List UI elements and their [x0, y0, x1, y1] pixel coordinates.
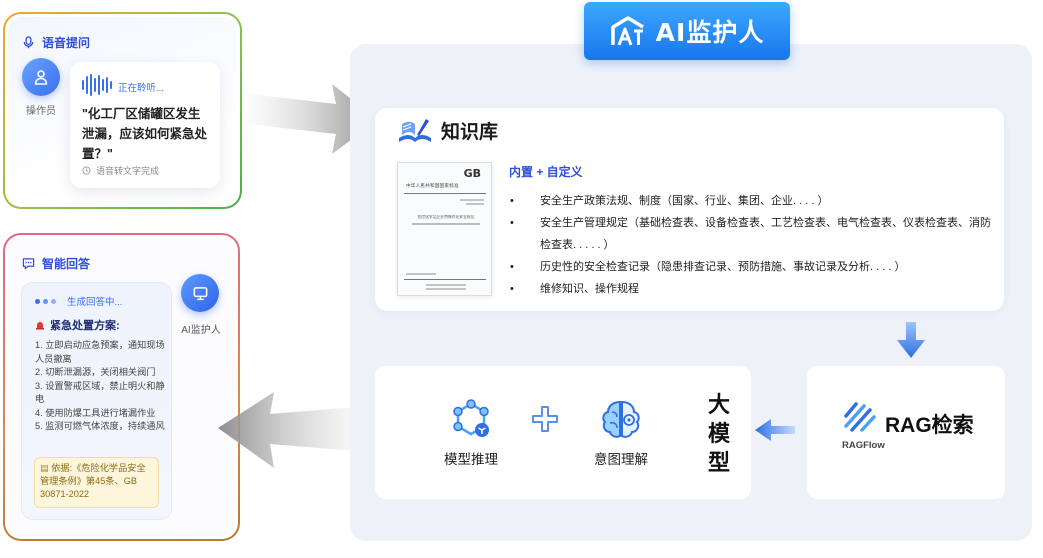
plan-title-text: 紧急处置方案: [50, 320, 120, 332]
ai-guardian-avatar [181, 274, 219, 312]
doc-subtitle-line [412, 223, 480, 225]
voice-question-text: "化工厂区储罐区发生泄漏，应该如何紧急处置？" [82, 107, 208, 161]
doc-text-line [426, 288, 466, 290]
document-icon: ▤ [40, 463, 52, 473]
answer-box: 生成回答中... 紧急处置方案: 1. 立即启动应急预案，通知现场人员撤离 2.… [21, 282, 172, 520]
big-model-char: 型 [707, 450, 730, 475]
kb-list-item: 维修知识、操作规程 [510, 278, 995, 300]
voice-card-title: 语音提问 [22, 34, 90, 51]
knowledge-base-subtitle: 内置 + 自定义 [509, 165, 583, 179]
model-reasoning-label: 模型推理 [444, 452, 498, 467]
step-item: 3. 设置警戒区域，禁止明火和静电 [35, 380, 165, 405]
voice-card-title-text: 语音提问 [42, 36, 91, 50]
answer-card-title: 智能回答 [22, 255, 90, 272]
brain-icon [602, 400, 640, 438]
big-model-char: 大 [707, 392, 730, 417]
knowledge-base-header: 知识库 [397, 116, 498, 144]
ai-guardian-logo-icon [610, 16, 644, 46]
doc-org: 中华人民共和国国家标准 [406, 183, 459, 188]
rag-title: RAG检索 [885, 414, 974, 437]
kb-list-item: 安全生产管理规定（基础检查表、设备检查表、工艺检查表、电气检查表、仪表检查表、消… [510, 212, 995, 256]
sound-wave-icon [82, 74, 112, 96]
plan-title: 紧急处置方案: [35, 317, 120, 333]
step-item: 5. 监测可燃气体浓度，持续通风 [35, 421, 165, 431]
brand-badge: AI监护人 [584, 2, 790, 60]
ragflow-logo-icon [844, 402, 876, 432]
knowledge-base-title: 知识库 [441, 121, 499, 143]
gb-badge: GB [463, 167, 481, 180]
siren-icon [36, 320, 44, 330]
listening-status: 正在聆听... [118, 83, 164, 94]
model-card [375, 366, 751, 499]
chat-icon [22, 258, 35, 270]
microphone-icon [23, 36, 34, 49]
open-book-icon [399, 119, 431, 142]
gb-standard-document: GB 中华人民共和国国家标准 危险化学品企业特殊作业安全规范 [397, 162, 492, 296]
step-item: 4. 使用防爆工具进行堵漏作业 [35, 407, 156, 418]
generating-text: 生成回答中... [67, 297, 123, 308]
basis-note: ▤ 依据:《危险化学品安全管理条例》第45条、GB 30871-2022 [34, 457, 159, 508]
kb-list-item: 安全生产政策法规、制度（国家、行业、集团、企业. . . . ） [510, 190, 995, 212]
intent-understanding: 意图理解 [584, 398, 658, 468]
doc-text-line [460, 199, 484, 201]
emergency-steps: 1. 立即启动应急预案，通知现场人员撤离 2. 切断泄漏源，关闭相关阀门 3. … [35, 339, 167, 434]
arrow-down-icon [897, 322, 925, 358]
plus-icon [532, 406, 558, 432]
arrow-left-icon [755, 419, 795, 441]
clock-icon [82, 166, 91, 175]
operator-label: 操作员 [26, 106, 56, 117]
rag-card [807, 366, 1005, 499]
doc-rule [404, 193, 486, 194]
kb-list-item: 历史性的安全检查记录（隐患排查记录、预防措施、事故记录及分析. . . . ） [510, 256, 995, 278]
stt-status-text: 语音转文字完成 [96, 166, 160, 176]
generating-status: 生成回答中... [35, 294, 122, 308]
model-reasoning: 模型推理 [434, 398, 508, 468]
doc-rule [404, 279, 486, 280]
doc-text-line [466, 203, 484, 205]
network-nodes-icon [453, 399, 489, 437]
stt-status: 语音转文字完成 [82, 164, 159, 177]
step-item: 1. 立即启动应急预案，通知现场人员撤离 [35, 340, 165, 364]
big-model-label: 大 模 型 [702, 390, 736, 477]
doc-title: 危险化学品企业特殊作业安全规范 [417, 215, 475, 219]
user-icon [34, 70, 48, 85]
monitor-icon [193, 286, 207, 300]
flow-arrow-right-icon [248, 84, 378, 154]
voice-bubble: 正在聆听... "化工厂区储罐区发生泄漏，应该如何紧急处置？" 语音转文字完成 [70, 62, 220, 188]
intent-understanding-label: 意图理解 [594, 452, 648, 467]
ai-guardian-label: AI监护人 [181, 325, 221, 336]
operator-avatar [22, 58, 60, 96]
brand-name: AI监护人 [655, 18, 765, 47]
rag-brand: RAGFlow [842, 440, 885, 451]
doc-text-line [426, 284, 466, 286]
big-model-char: 模 [707, 421, 730, 446]
answer-card-title-text: 智能回答 [42, 257, 91, 271]
knowledge-base-list: 安全生产政策法规、制度（国家、行业、集团、企业. . . . ） 安全生产管理规… [510, 190, 995, 300]
basis-text: 依据:《危险化学品安全管理条例》第45条、GB 30871-2022 [40, 463, 146, 499]
flow-arrow-left-icon [218, 392, 368, 468]
doc-text-line [406, 273, 436, 275]
step-item: 2. 切断泄漏源，关闭相关阀门 [35, 367, 156, 377]
